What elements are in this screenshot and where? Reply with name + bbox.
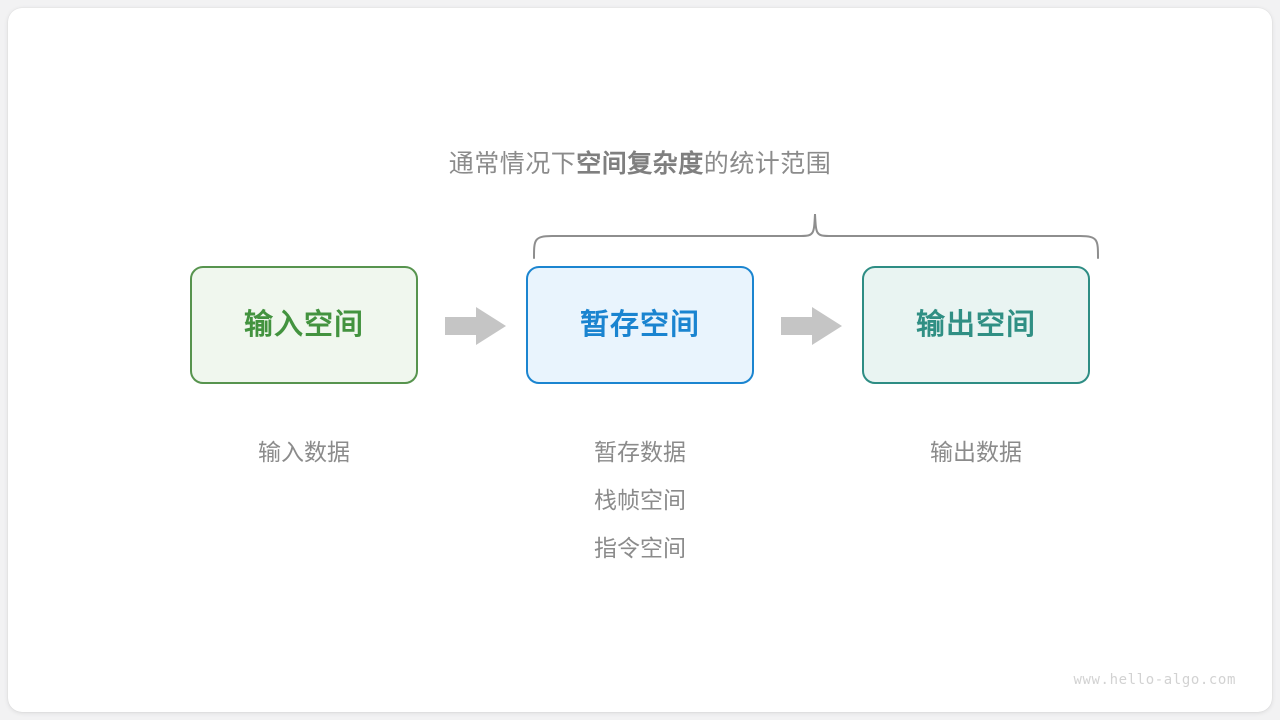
caption-temp-column: 暂存数据 栈帧空间 指令空间	[490, 428, 790, 572]
caption-item: 指令空间	[594, 535, 686, 561]
right-arrow-icon	[781, 307, 842, 345]
annotation-prefix: 通常情况下	[448, 150, 577, 178]
annotation-suffix: 的统计范围	[703, 150, 832, 178]
diagram-card: 通常情况下空间复杂度的统计范围 输入空间 暂存空间 输出空间	[8, 8, 1272, 712]
box-input-space-label: 输入空间	[243, 308, 364, 341]
watermark: www.hello-algo.com	[1073, 672, 1236, 688]
caption-item: 栈帧空间	[594, 487, 686, 513]
flow-row: 输入空间 暂存空间 输出空间	[8, 266, 1272, 398]
caption-item: 输入数据	[258, 439, 350, 465]
box-input-space: 输入空间	[190, 266, 418, 384]
box-output-space: 输出空间	[862, 266, 1090, 384]
caption-output-column: 输出数据	[826, 428, 1126, 476]
box-output-space-label: 输出空间	[915, 308, 1036, 341]
annotation-text: 通常情况下空间复杂度的统计范围	[8, 152, 1272, 177]
caption-input-column: 输入数据	[154, 428, 454, 476]
brace-icon	[533, 213, 1099, 259]
caption-item: 输出数据	[930, 439, 1022, 465]
caption-item: 暂存数据	[594, 439, 686, 465]
right-arrow-icon	[445, 307, 506, 345]
box-temp-space: 暂存空间	[526, 266, 754, 384]
box-temp-space-label: 暂存空间	[579, 308, 700, 341]
annotation-emphasis: 空间复杂度	[576, 150, 704, 178]
